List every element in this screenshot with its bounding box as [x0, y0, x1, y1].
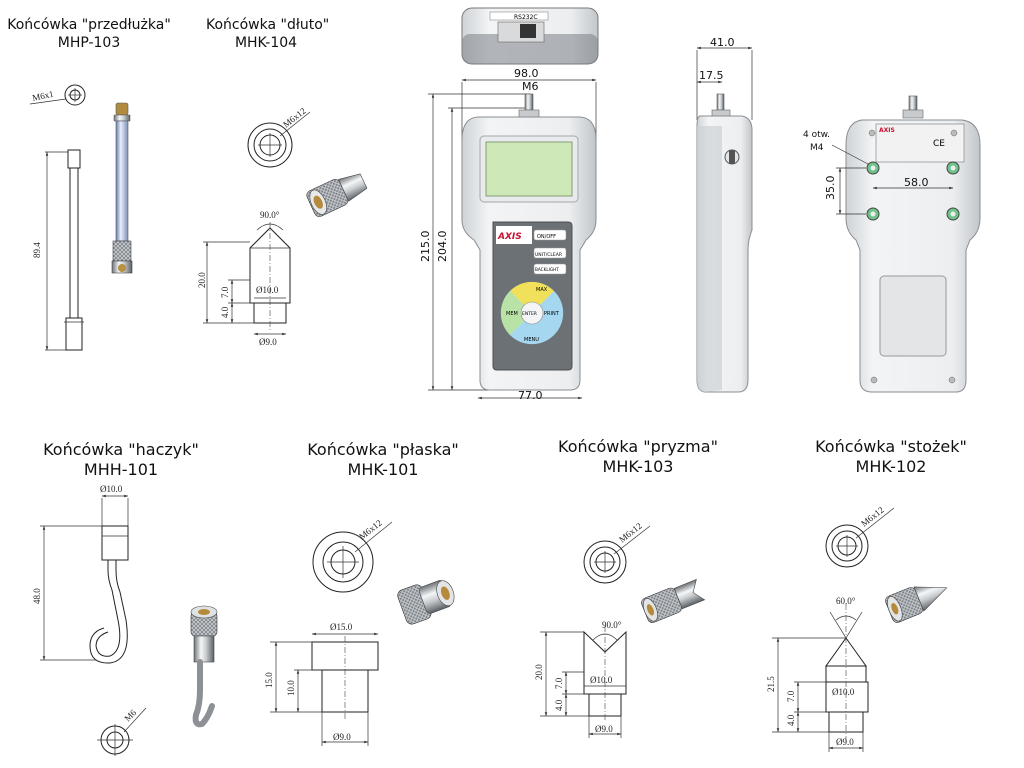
key-backlight-label: BACKLIGHT — [535, 267, 559, 272]
meter-stud-thread-label: M6 — [522, 80, 539, 93]
title-mhk103-name: Końcówka "pryzma" — [558, 437, 718, 456]
mhk101-thread-label: M6x12 — [357, 518, 384, 542]
key-max-label: MAX — [536, 287, 548, 293]
mhp103-length-label: 89.4 — [32, 242, 42, 258]
meter-port-label: RS232C — [514, 14, 538, 21]
mhk103-angle-label: 90.0° — [602, 620, 622, 630]
mhk103-dia2-label: Ø9.0 — [595, 724, 613, 734]
mhh101-thread-label: M6 — [122, 707, 138, 723]
mhk102-h1-label: 21.5 — [766, 676, 776, 692]
title-mhh101: Końcówka "haczyk" MHH-101 — [38, 440, 204, 480]
title-mhk101: Końcówka "płaska" MHK-101 — [300, 440, 466, 480]
meter-hole-dx-label: 58.0 — [904, 176, 929, 189]
meter-side-view: 41.0 17.5 — [696, 36, 753, 393]
ce-mark-icon: CE — [933, 139, 945, 149]
key-enter-label: ENTER — [522, 311, 537, 317]
title-mhp103-name: Końcówka "przedłużka" — [7, 17, 171, 33]
back-label-brand: AXIS — [879, 127, 895, 134]
title-mhk104-name: Końcówka "dłuto" — [206, 17, 330, 33]
mhk104-h3-label: 4.0 — [220, 306, 230, 318]
mhk104-height-label: 20.0 — [197, 272, 207, 288]
meter-back-view: AXIS CE 58.0 35.0 4 otw. M4 — [803, 95, 981, 393]
title-mhk103: Końcówka "pryzma" MHK-103 — [555, 437, 721, 477]
meter-width-label: 98.0 — [514, 67, 539, 80]
title-mhh101-name: Końcówka "haczyk" — [43, 440, 199, 459]
key-mem-label: MEM — [506, 311, 518, 317]
title-mhk104: Końcówka "dłuto" MHK-104 — [206, 16, 330, 52]
title-mhp103-code: MHP-103 — [57, 35, 121, 51]
mhh101-dia-label: Ø10.0 — [100, 484, 123, 494]
mhk102-drawing: M6x12 60.0° Ø10.0 Ø9.0 21.5 7.0 4.0 — [766, 505, 948, 752]
title-mhk102: Końcówka "stożek" MHK-102 — [808, 437, 974, 477]
mhk103-dia1-label: Ø10.0 — [590, 675, 613, 685]
mhk104-thread-label: M6x12 — [281, 106, 308, 130]
title-mhk103-code: MHK-103 — [602, 457, 674, 476]
mhk104-dia1-label: Ø10.0 — [256, 285, 279, 295]
meter-bottom-width-label: 77.0 — [518, 389, 543, 402]
mhk103-drawing: M6x12 90.0° Ø10.0 Ø9.0 20.0 7.0 4.0 — [534, 521, 706, 738]
title-mhk102-code: MHK-102 — [855, 457, 927, 476]
mhp103-thread-label: M6x1 — [31, 89, 54, 103]
mhk104-drawing: M6x12 90.0° Ø10.0 Ø9.0 20.0 7.0 4.0 — [197, 106, 368, 347]
title-mhk104-code: MHK-104 — [234, 35, 298, 51]
mhk101-drawing: M6x12 Ø15.0 Ø9.0 15.0 10.0 — [264, 518, 455, 746]
mhh101-length-label: 48.0 — [32, 588, 42, 604]
title-mhk102-name: Końcówka "stożek" — [815, 437, 967, 456]
mhk102-angle-label: 60.0° — [836, 596, 856, 606]
meter-height-body-label: 204.0 — [436, 231, 449, 263]
mhk103-h1-label: 20.0 — [534, 664, 544, 680]
title-mhk101-name: Końcówka "płaska" — [307, 440, 459, 459]
title-mhh101-code: MHH-101 — [83, 460, 159, 479]
mhk102-h3-label: 4.0 — [786, 714, 796, 726]
meter-holes-thread-label: M4 — [810, 143, 824, 153]
key-onoff-label: ON/OFF — [537, 234, 556, 240]
meter-holes-label: 4 otw. — [803, 130, 830, 140]
mhh101-drawing: Ø10.0 48.0 M6 — [32, 484, 218, 756]
mhk101-h1-label: 15.0 — [264, 672, 274, 688]
mhk102-h2-label: 7.0 — [786, 690, 796, 702]
mhk101-h2-label: 10.0 — [286, 680, 296, 696]
mhk101-dia2-label: Ø9.0 — [333, 732, 351, 742]
key-unit-label: UNIT/CLEAR — [535, 252, 562, 258]
key-menu-label: MENU — [524, 337, 539, 343]
mhk104-angle-label: 90.0° — [260, 210, 280, 220]
mhk104-h2-label: 7.0 — [220, 286, 230, 298]
mhk101-dia1-label: Ø15.0 — [330, 622, 353, 632]
key-print-label: PRINT — [544, 311, 560, 317]
meter-hole-dy-label: 35.0 — [824, 176, 837, 201]
mhp103-drawing: M6x1 89.4 — [29, 84, 133, 351]
mhk102-dia2-label: Ø9.0 — [836, 737, 854, 747]
title-mhk101-code: MHK-101 — [347, 460, 419, 479]
title-mhp103: Końcówka "przedłużka" MHP-103 — [6, 16, 172, 52]
back-mount-holes — [866, 161, 960, 221]
meter-top-view: RS232C — [461, 7, 599, 65]
meter-front-view: 98.0 M6 215.0 204.0 77.0 AXIS ON/OFF UNI… — [419, 67, 597, 402]
mhk103-h3-label: 4.0 — [554, 699, 564, 711]
mhk103-h2-label: 7.0 — [554, 677, 564, 689]
mhk104-dia2-label: Ø9.0 — [259, 337, 277, 347]
meter-height-total-label: 215.0 — [419, 231, 432, 263]
meter-depth-label: 41.0 — [710, 36, 735, 49]
mhk102-dia1-label: Ø10.0 — [832, 687, 855, 697]
meter-brand-label: AXIS — [497, 232, 522, 242]
meter-stud-offset-label: 17.5 — [699, 69, 724, 82]
